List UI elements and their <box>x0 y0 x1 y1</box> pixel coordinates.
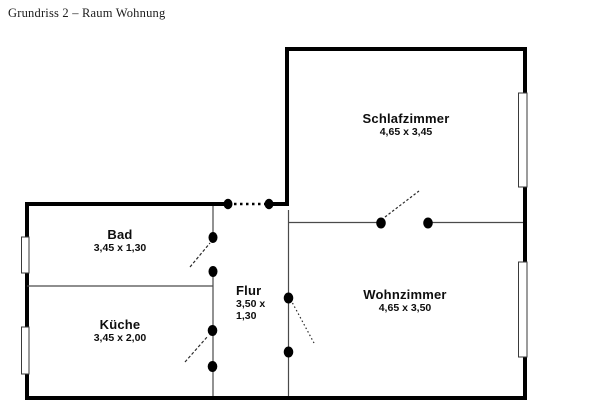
kueche-door-dot-upper <box>207 325 218 336</box>
flur-door-swing <box>291 302 315 344</box>
wall-right-outer <box>523 47 527 400</box>
wall-top-left-segment <box>25 202 225 206</box>
bad-door-dot-upper <box>208 232 218 243</box>
entrance-door-dot-left <box>223 198 233 210</box>
bad-window <box>21 236 30 274</box>
flur-door-dot-lower <box>283 346 294 358</box>
schlafzimmer-door-dot-left <box>376 217 386 229</box>
schlafzimmer-door-swing <box>384 190 420 218</box>
kueche-door-dot-lower <box>207 361 218 372</box>
wall-top-right-segment <box>271 202 289 206</box>
wall-schlafzimmer-left <box>285 47 289 206</box>
page-title: Grundriss 2 – Raum Wohnung <box>8 6 166 20</box>
flur-door-dot-upper <box>283 292 294 304</box>
schlafzimmer-window <box>518 92 528 188</box>
entrance-door-dot-right <box>264 198 274 210</box>
bad-door-dot-lower <box>208 266 218 277</box>
wall-bottom-outer <box>25 396 527 400</box>
kueche-window <box>21 326 30 375</box>
wohnzimmer-window <box>518 261 528 358</box>
schlafzimmer-door-dot-right <box>423 217 433 229</box>
wall-schlafzimmer-top <box>285 47 527 51</box>
bad-door-swing <box>189 242 211 268</box>
wall-left-outer <box>25 202 29 400</box>
kueche-door-swing <box>184 335 209 363</box>
